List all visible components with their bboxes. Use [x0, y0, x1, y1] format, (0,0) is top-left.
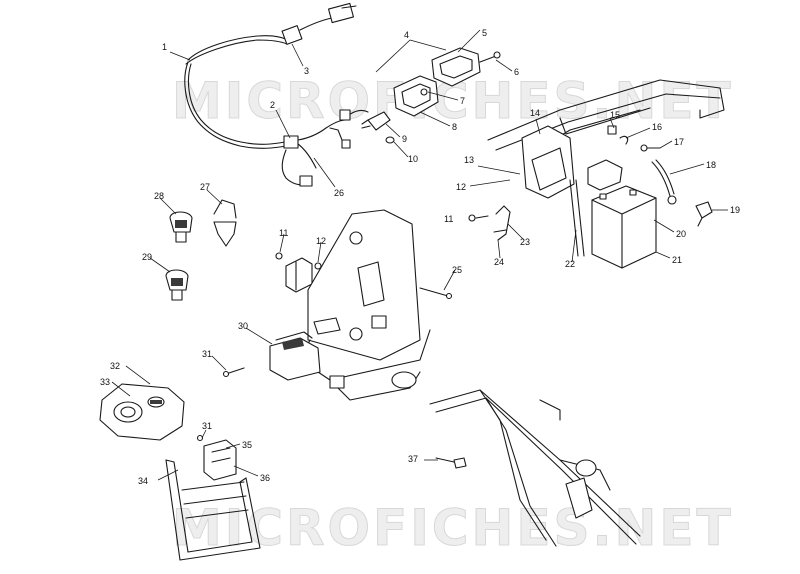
callout-14: 14 [530, 108, 540, 118]
callout-7: 7 [460, 96, 465, 106]
callout-21: 21 [672, 255, 682, 265]
strap-22 [569, 179, 585, 257]
strap-23-24 [493, 205, 511, 241]
callout-36: 36 [260, 473, 270, 483]
callout-30: 30 [238, 321, 248, 331]
cover-33 [99, 383, 185, 441]
clip-29 [165, 269, 189, 301]
callout-20: 20 [676, 229, 686, 239]
callout-11b: 11 [444, 214, 453, 224]
callout-33: 33 [100, 377, 110, 387]
leader-lines [111, 29, 728, 481]
wiring-harness-2-26 [281, 109, 369, 187]
callout-12a: 12 [316, 236, 326, 246]
callout-11a: 11 [279, 228, 288, 238]
battery-cover-20 [587, 159, 623, 191]
callout-19: 19 [730, 205, 740, 215]
screw-31a [222, 367, 245, 378]
callout-2: 2 [270, 100, 275, 110]
callout-26: 26 [334, 188, 344, 198]
callout-9: 9 [402, 134, 407, 144]
cable-tie-27 [213, 199, 237, 247]
callout-6: 6 [514, 67, 519, 77]
callout-24: 24 [494, 257, 504, 267]
callout-28: 28 [154, 191, 164, 201]
callout-8: 8 [452, 122, 457, 132]
callout-23: 23 [520, 237, 530, 247]
callout-32: 32 [110, 361, 120, 371]
tail-light-lens-5 [431, 47, 481, 87]
cdi-box-30 [269, 331, 321, 381]
terminal-15-16-17 [607, 125, 661, 152]
battery-box-14 [521, 125, 575, 199]
bolt-11-12-right [468, 214, 489, 222]
callout-12b: 12 [456, 182, 466, 192]
callout-25: 25 [452, 265, 462, 275]
bulb-socket-9 [361, 111, 391, 131]
watermark-bottom: MICROFICHES.NET [172, 499, 734, 557]
callout-15: 15 [610, 110, 620, 120]
screw-6 [479, 51, 501, 63]
frame-lower-right [429, 389, 641, 547]
callout-5: 5 [482, 28, 487, 38]
callout-10: 10 [408, 154, 418, 164]
callout-29: 29 [142, 252, 152, 262]
callout-31a: 31 [202, 349, 212, 359]
bracket-35-36 [196, 434, 237, 481]
battery-21 [591, 185, 657, 269]
callout-35: 35 [242, 440, 252, 450]
washer-10 [385, 136, 395, 144]
callout-22: 22 [565, 259, 575, 269]
callout-4: 4 [404, 30, 409, 40]
cable-junction-3 [281, 2, 357, 45]
callout-16: 16 [652, 122, 662, 132]
tail-light-housing-7 [393, 75, 439, 117]
fastener-37 [435, 457, 467, 469]
callout-27: 27 [200, 182, 210, 192]
callout-13: 13 [464, 155, 474, 165]
clip-28 [169, 211, 193, 243]
callout-labels: 1 2 3 4 5 6 7 8 9 10 11 11 12 12 13 14 1… [100, 28, 740, 486]
step-rack-34 [165, 459, 261, 561]
throttle-cable-1 [184, 35, 289, 149]
bolt-25 [419, 287, 453, 300]
callout-31b: 31 [202, 421, 212, 431]
callout-18: 18 [706, 160, 716, 170]
callout-17: 17 [674, 137, 684, 147]
callout-1: 1 [162, 42, 167, 52]
mounting-bracket-frame [299, 209, 431, 401]
callout-37: 37 [408, 454, 418, 464]
battery-cable-18 [651, 159, 677, 205]
fuse-holder-19 [695, 201, 713, 227]
callout-34: 34 [138, 476, 148, 486]
callout-3: 3 [304, 66, 309, 76]
